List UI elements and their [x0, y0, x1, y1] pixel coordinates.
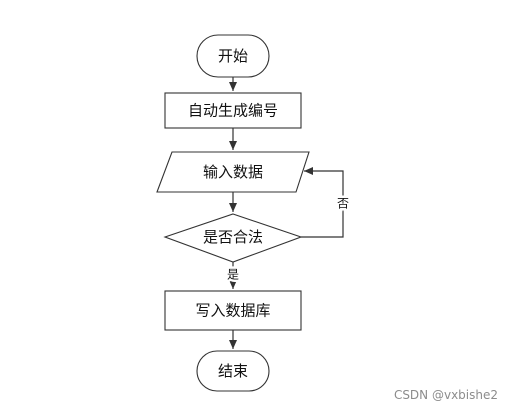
- start-node: 开始: [196, 34, 270, 78]
- is-valid-node: 是否合法: [163, 213, 303, 263]
- start-node-label: 开始: [218, 47, 248, 65]
- edge-is-valid-no-to-input-data: [301, 167, 344, 238]
- write-db-node-label: 写入数据库: [195, 302, 270, 320]
- is-valid-node-label: 是否合法: [203, 228, 263, 246]
- write-db-node: 写入数据库: [164, 290, 302, 331]
- end-node-label: 结束: [218, 362, 248, 380]
- edge-label-yes: 是: [227, 268, 239, 282]
- generate-id-node-label: 自动生成编号: [188, 102, 278, 120]
- input-data-node-label: 输入数据: [203, 163, 263, 181]
- watermark: CSDN @vxbishe2: [393, 388, 498, 402]
- edge-label-no: 否: [337, 197, 349, 211]
- input-data-node: 输入数据: [156, 151, 310, 193]
- end-node: 结束: [196, 350, 270, 392]
- generate-id-node: 自动生成编号: [164, 92, 302, 129]
